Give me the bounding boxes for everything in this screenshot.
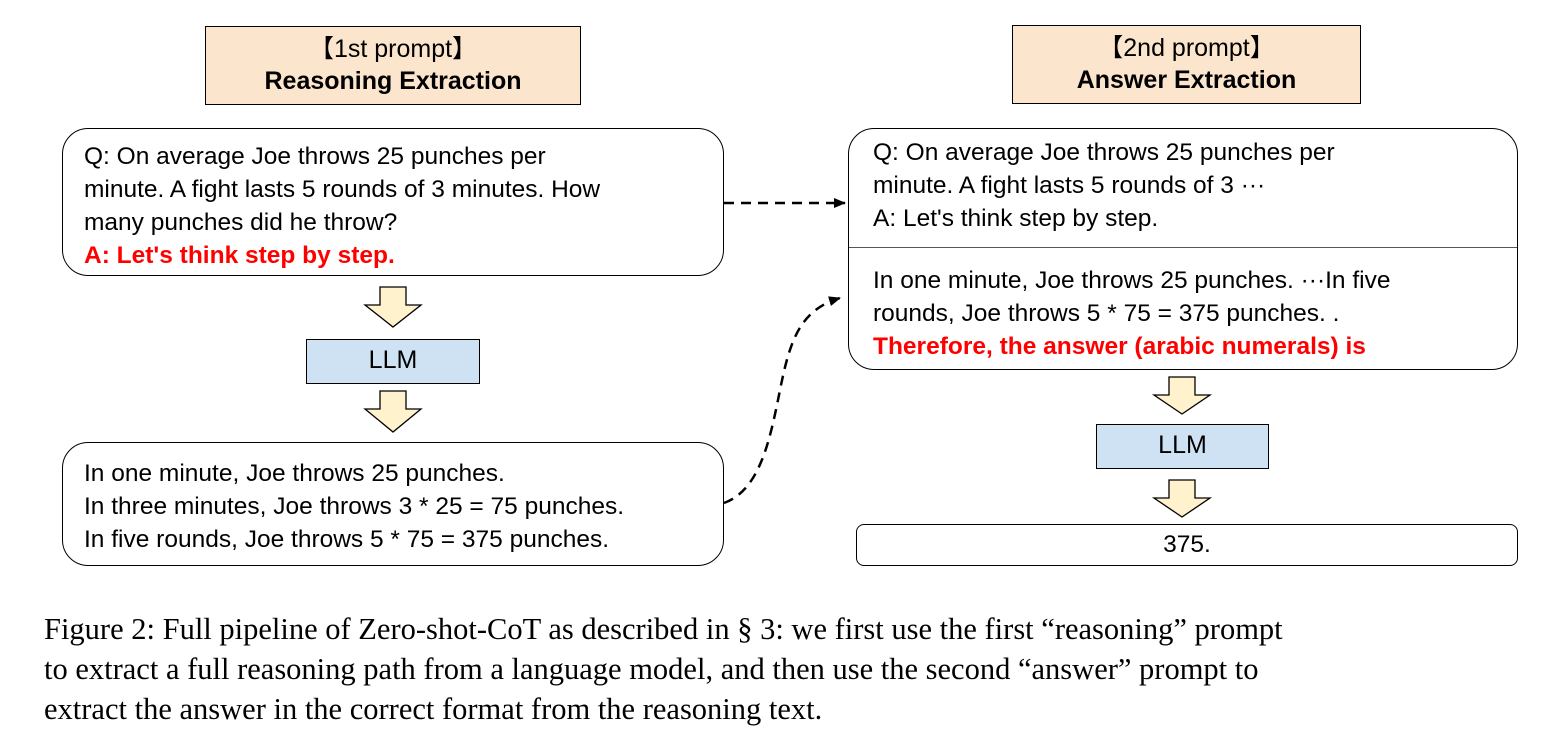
- reasoning-extraction-header: 【1st prompt】 Reasoning Extraction: [205, 26, 581, 105]
- prompt-line: Q: On average Joe throws 25 punches per: [873, 139, 1335, 166]
- prompt-line: many punches did he throw?: [84, 209, 398, 236]
- answer-prompt-box: Q: On average Joe throws 25 punches per …: [848, 128, 1518, 370]
- down-arrow-icon: [1151, 479, 1213, 518]
- final-answer-box: 375.: [856, 524, 1518, 566]
- header-title: Reasoning Extraction: [264, 67, 522, 95]
- prompt-line: minute. A fight lasts 5 rounds of 3 minu…: [84, 176, 601, 203]
- output-line: In three minutes, Joe throws 3 * 25 = 75…: [84, 493, 625, 520]
- reasoning-output-box: In one minute, Joe throws 25 punches. In…: [62, 442, 724, 566]
- dashed-arrow-icon: [723, 296, 841, 505]
- prompt-top-section: Q: On average Joe throws 25 punches per …: [849, 129, 1517, 247]
- caption-line: to extract a full reasoning path from a …: [44, 652, 1259, 686]
- answer-extraction-header: 【2nd prompt】 Answer Extraction: [1012, 25, 1361, 104]
- header-tag: 【2nd prompt】: [1098, 34, 1275, 62]
- figure-caption: Figure 2: Full pipeline of Zero-shot-CoT…: [44, 609, 1283, 729]
- output-line: In one minute, Joe throws 25 punches.: [84, 460, 505, 487]
- llm-box: LLM: [306, 339, 480, 384]
- prompt-line: In one minute, Joe throws 25 punches. ··…: [873, 267, 1391, 294]
- output-line: In five rounds, Joe throws 5 * 75 = 375 …: [84, 526, 610, 553]
- prompt-bottom-section: In one minute, Joe throws 25 punches. ··…: [849, 247, 1517, 363]
- prompt-line: Q: On average Joe throws 25 punches per: [84, 143, 546, 170]
- reasoning-prompt-box: Q: On average Joe throws 25 punches per …: [62, 128, 724, 276]
- header-title: Answer Extraction: [1076, 66, 1297, 94]
- header-tag: 【1st prompt】: [308, 35, 478, 63]
- down-arrow-icon: [1151, 376, 1213, 415]
- llm-box: LLM: [1096, 424, 1269, 469]
- caption-line: Figure 2: Full pipeline of Zero-shot-CoT…: [44, 612, 1283, 646]
- answer-trigger: Therefore, the answer (arabic numerals) …: [873, 333, 1366, 360]
- reasoning-trigger: A: Let's think step by step.: [84, 242, 395, 269]
- prompt-line: rounds, Joe throws 5 * 75 = 375 punches.…: [873, 300, 1340, 327]
- caption-line: extract the answer in the correct format…: [44, 692, 823, 726]
- down-arrow-icon: [363, 390, 423, 433]
- down-arrow-icon: [363, 286, 423, 328]
- prompt-line: minute. A fight lasts 5 rounds of 3 ···: [873, 172, 1266, 199]
- prompt-line: A: Let's think step by step.: [873, 205, 1159, 232]
